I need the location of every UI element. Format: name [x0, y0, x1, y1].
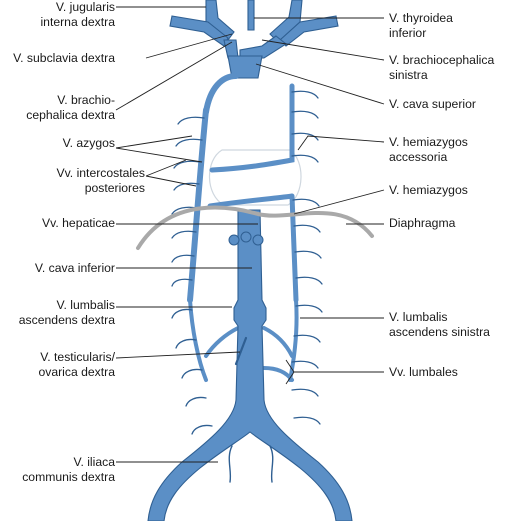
hepatic-vein-ostium	[240, 231, 252, 243]
label-jugularis-interna-dextra: V. jugularis interna dextra	[40, 0, 115, 29]
label-azygos: V. azygos	[62, 136, 115, 150]
label-lumbalis-ascendens-sinistra: V. lumbalis ascendens sinistra	[389, 310, 490, 339]
lumbar-branch	[175, 338, 197, 349]
label-subclavia-dextra: V. subclavia dextra	[13, 51, 115, 65]
leader-hemiazygos	[293, 189, 385, 215]
hepatic-vein-ostium	[252, 234, 264, 246]
intercostal-branch	[291, 154, 319, 163]
azygos-system	[187, 73, 299, 382]
lumbales-vein	[262, 366, 294, 382]
leader-intercostales	[145, 159, 197, 187]
lumbar-branch	[291, 360, 319, 369]
label-thyroidea-inferior: V. thyroidea inferior	[389, 11, 453, 40]
label-diaphragma: Diaphragma	[389, 216, 456, 230]
intercostal-branch	[171, 230, 197, 239]
intercostal-branch	[171, 254, 195, 263]
lumbalis-ascendens-sinistra-vein	[288, 298, 299, 382]
label-testicularis-ovarica-dextra: V. testicularis/ ovarica dextra	[38, 350, 115, 379]
diaphragm-arc	[136, 205, 374, 250]
lumbar-branch	[293, 416, 321, 425]
label-cava-inferior: V. cava inferior	[34, 261, 115, 275]
iliaca-interna-branch	[269, 445, 274, 483]
label-brachiocephalica-dextra: V. brachio- cephalica dextra	[26, 93, 115, 122]
intercostal-branch	[291, 132, 319, 141]
lumbar-branch	[191, 424, 213, 435]
lumbar-branch	[293, 334, 321, 343]
lumbar-branch	[295, 304, 323, 313]
leader-lumbales	[285, 359, 384, 385]
intercostal-branch	[171, 278, 193, 287]
lumbar-branch	[171, 308, 193, 319]
azygos-arch-vein	[203, 73, 239, 115]
lumbales-vein	[204, 326, 240, 358]
lumbar-branch	[181, 368, 203, 379]
label-brachiocephalica-sinistra: V. brachiocephalica sinistra	[389, 53, 495, 82]
intercostal-branch	[292, 198, 320, 207]
intercostal-branch	[291, 110, 319, 119]
label-intercostales-posteriores: Vv. intercostales posteriores	[56, 166, 145, 195]
intercostal-branch	[175, 138, 203, 147]
thyroidea-inferior-vein	[247, 0, 255, 31]
hepatic-veins	[228, 231, 264, 246]
leader-testicularis	[115, 351, 241, 359]
leader-subclavia	[145, 33, 233, 59]
label-cava-superior: V. cava superior	[389, 97, 476, 111]
neck-veins	[169, 0, 339, 79]
leaders-left	[115, 6, 258, 463]
lumbar-branch	[185, 396, 207, 407]
testicularis-vein	[234, 336, 248, 366]
leader-cava-superior	[255, 63, 385, 105]
intercostal-branches-left	[291, 90, 323, 425]
label-hemiazygos: V. hemiazygos	[389, 183, 468, 197]
leader-hemiazygos-accessoria	[297, 135, 385, 151]
intercostal-branch	[173, 160, 201, 169]
label-hemiazygos-accessoria: V. hemiazygos accessoria	[389, 135, 468, 164]
subclavia-dextra-vein	[169, 15, 229, 47]
leader-brachiocephalica-dextra	[115, 41, 233, 111]
hepatic-vein-ostium	[228, 234, 240, 246]
label-lumbalis-ascendens-dextra: V. lumbalis ascendens dextra	[18, 298, 115, 327]
subclavia-sinistra-vein	[279, 15, 339, 47]
intercostal-branch	[294, 250, 322, 259]
lumbales-vein	[262, 326, 294, 358]
leader-azygos	[115, 135, 203, 163]
lumbar-branch	[291, 388, 319, 397]
intercostal-branch	[295, 276, 323, 285]
leader-brachiocephalica-sinistra	[261, 39, 385, 61]
label-lumbales: Vv. lumbales	[389, 365, 458, 379]
cava-superior-vein	[227, 55, 263, 79]
intercostal-branch	[177, 116, 205, 125]
hemiazygos-accessoria-vein	[209, 83, 295, 173]
label-hepaticae: Vv. hepaticae	[42, 216, 115, 230]
leaders-right	[254, 17, 385, 385]
brachiocephalica-sinistra-vein	[239, 35, 287, 59]
azygos-vein	[187, 107, 209, 303]
intercostal-branch	[291, 90, 319, 99]
lumbalis-ascendens-dextra-vein	[188, 298, 208, 382]
intercostal-branch	[293, 224, 321, 233]
iliaca-interna-branch	[228, 445, 233, 483]
label-iliaca-communis-dextra: V. iliaca communis dextra	[22, 455, 115, 484]
